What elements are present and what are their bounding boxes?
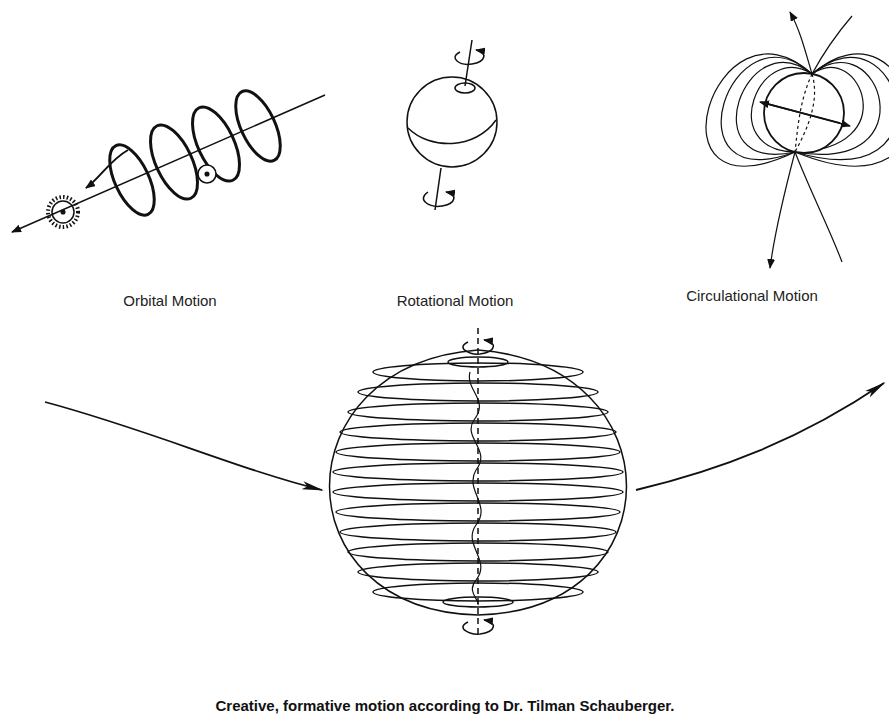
- spin-arrow: [455, 50, 484, 64]
- field-line: [795, 152, 842, 262]
- figure-label: Circulational Motion: [686, 287, 818, 305]
- sphere: [407, 77, 497, 167]
- orbit-axis: [12, 95, 325, 232]
- sun-rays: [48, 197, 78, 227]
- planet: [198, 165, 216, 183]
- rotation-axis: [465, 40, 472, 86]
- inner-spiral: [469, 372, 481, 605]
- figure-caption: Creative, formative motion according to …: [215, 697, 674, 715]
- rotation-axis: [435, 168, 441, 210]
- planet-center: [205, 172, 209, 176]
- spin-arrow: [423, 192, 453, 206]
- field-line: [770, 152, 795, 268]
- helix-coil: [227, 84, 290, 167]
- inflow-arrow: [45, 402, 322, 490]
- circulational-figure: [706, 12, 889, 268]
- equator: [408, 120, 496, 144]
- center-axis: [477, 328, 479, 636]
- spin-arrow: [463, 340, 493, 354]
- helix-coil: [183, 100, 249, 188]
- figure-label: Rotational Motion: [397, 292, 514, 310]
- helix-coil: [101, 138, 164, 221]
- field-line: [790, 12, 812, 74]
- sun: [52, 201, 74, 223]
- orbit-arrow: [86, 150, 128, 188]
- orbital-figure: [12, 84, 325, 232]
- field-line: [812, 16, 852, 74]
- formative-figure: [45, 328, 884, 636]
- magnet-axis: [760, 102, 840, 123]
- figure-label: Orbital Motion: [123, 292, 216, 310]
- spin-arrow: [463, 620, 493, 634]
- rotational-figure: [407, 40, 497, 210]
- helix-coil: [141, 118, 207, 206]
- outflow-arrow: [636, 383, 884, 490]
- sun-center: [61, 210, 65, 214]
